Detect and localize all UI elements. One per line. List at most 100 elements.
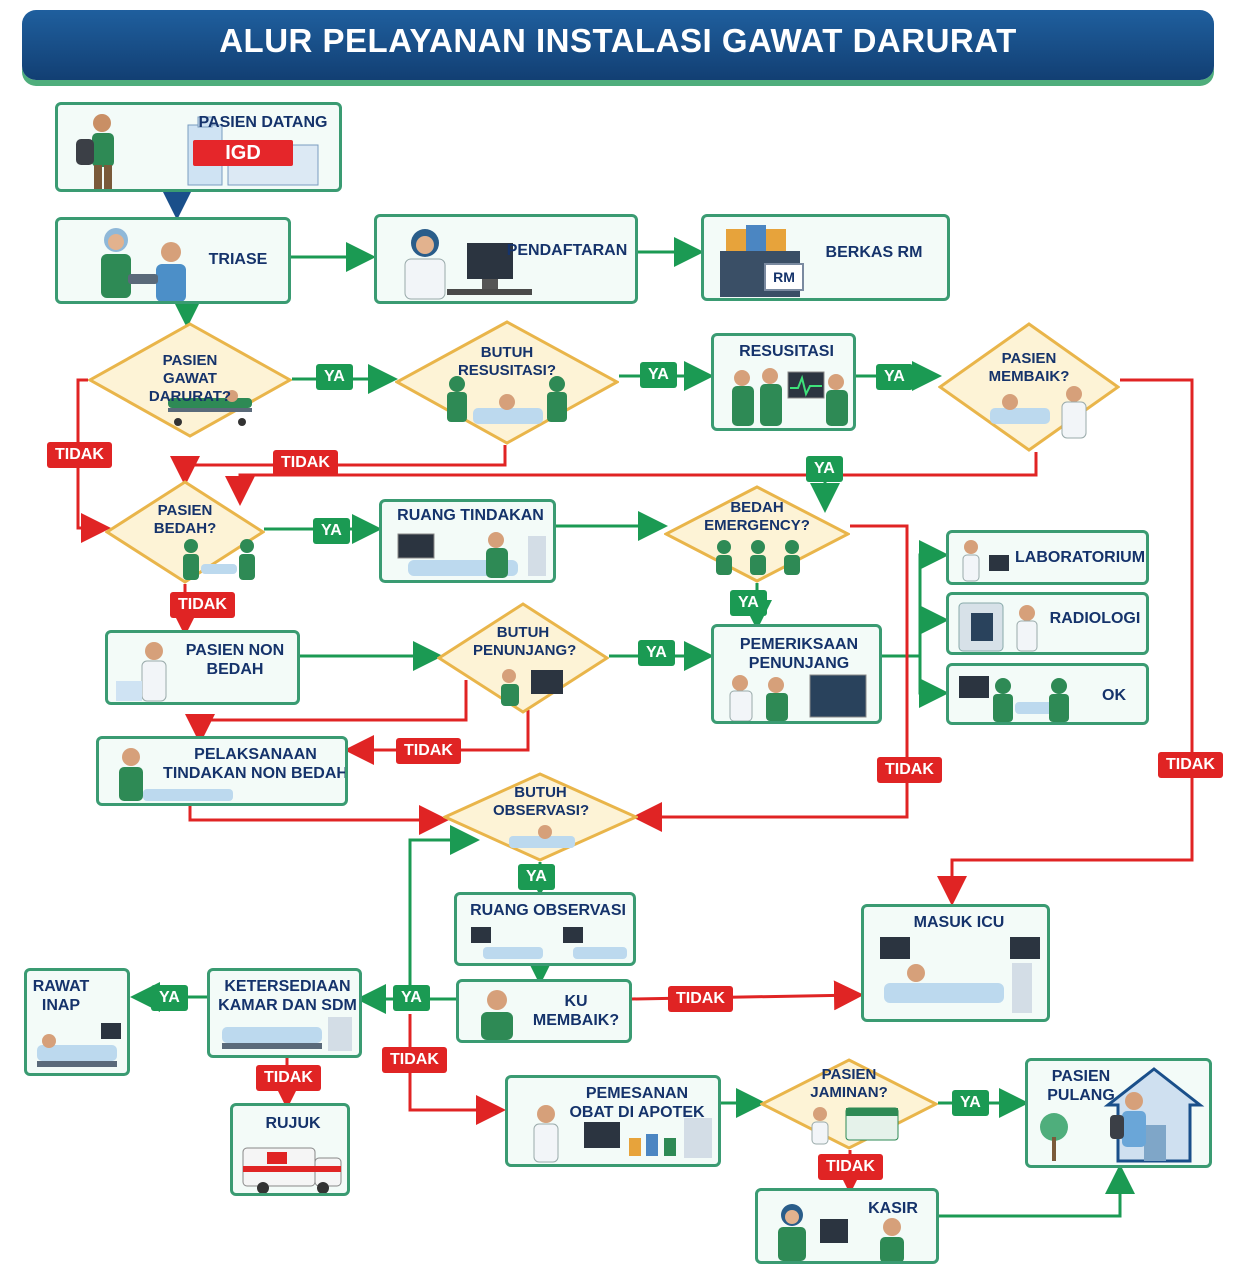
node-label: PASIEN GAWAT DARURAT? bbox=[148, 352, 232, 405]
node-berkas-rm: RM BERKAS RM bbox=[701, 214, 950, 301]
yes-tag: YA bbox=[730, 590, 767, 616]
no-tag: TIDAK bbox=[818, 1154, 883, 1180]
node-triase: TRIASE bbox=[55, 217, 291, 304]
icu-bed-icon bbox=[870, 933, 1047, 1019]
node-label: PASIEN DATANG bbox=[198, 114, 328, 131]
no-tag: TIDAK bbox=[1158, 752, 1223, 778]
node-label: PELAKSANAAN TINDAKAN NON BEDAH bbox=[163, 746, 348, 782]
node-label: MASUK ICU bbox=[913, 914, 1005, 931]
decision-butuh-resusitasi: BUTUH RESUSITASI? bbox=[395, 320, 619, 445]
node-masuk-icu: MASUK ICU bbox=[861, 904, 1050, 1022]
node-ruang-tindakan: RUANG TINDAKAN bbox=[379, 499, 556, 583]
node-label: PASIEN MEMBAIK? bbox=[988, 350, 1070, 385]
node-ku-membaik: KU MEMBAIK? bbox=[456, 979, 632, 1043]
patient-icon bbox=[66, 109, 126, 189]
node-pemeriksaan-penunjang: PEMERIKSAAN PENUNJANG bbox=[711, 624, 882, 724]
node-label: BUTUH OBSERVASI? bbox=[493, 784, 590, 819]
no-tag: TIDAK bbox=[273, 450, 338, 476]
node-label: RUJUK bbox=[265, 1115, 321, 1132]
node-pasien-datang: PASIEN DATANG IGD bbox=[55, 102, 342, 192]
rm-label: RM bbox=[764, 263, 804, 291]
nurse-icon bbox=[66, 222, 206, 301]
yes-tag: YA bbox=[518, 864, 555, 890]
node-kasir: KASIR bbox=[755, 1188, 939, 1264]
pharmacy-icon bbox=[514, 1098, 718, 1164]
decision-bedah-emergency: BEDAH EMERGENCY? bbox=[664, 485, 850, 583]
node-pendaftaran: PENDAFTARAN bbox=[374, 214, 638, 304]
monitor-icon bbox=[718, 360, 853, 428]
no-tag: TIDAK bbox=[256, 1065, 321, 1091]
node-label: PEMERIKSAAN PENUNJANG bbox=[739, 636, 859, 672]
node-label: PENDAFTARAN bbox=[506, 242, 628, 259]
no-tag: TIDAK bbox=[47, 442, 112, 468]
resuscitation-icon bbox=[437, 370, 577, 436]
yes-tag: YA bbox=[876, 364, 913, 390]
yes-tag: YA bbox=[393, 985, 430, 1011]
patient-icon bbox=[467, 986, 527, 1040]
no-tag: TIDAK bbox=[382, 1047, 447, 1073]
node-pelaksanaan-tindakan: PELAKSANAAN TINDAKAN NON BEDAH bbox=[96, 736, 348, 806]
igd-sign: IGD bbox=[193, 140, 293, 166]
computer-icon bbox=[493, 664, 573, 708]
yes-tag: YA bbox=[638, 640, 675, 666]
node-label: BEDAH EMERGENCY? bbox=[704, 499, 810, 534]
node-resusitasi: RESUSITASI bbox=[711, 333, 856, 431]
node-pemesanan-obat: PEMESANAN OBAT DI APOTEK bbox=[505, 1075, 721, 1167]
yes-tag: YA bbox=[316, 364, 353, 390]
bed-icon bbox=[505, 822, 581, 856]
node-pasien-non-bedah: PASIEN NON BEDAH bbox=[105, 630, 300, 705]
yes-tag: YA bbox=[952, 1090, 989, 1116]
bed-icon bbox=[388, 526, 553, 580]
no-tag: TIDAK bbox=[396, 738, 461, 764]
node-label: KU MEMBAIK? bbox=[532, 993, 620, 1029]
node-label: TRIASE bbox=[208, 251, 268, 268]
bed-icon bbox=[216, 1013, 359, 1055]
no-tag: TIDAK bbox=[668, 986, 733, 1012]
surgeon-icon bbox=[955, 670, 1075, 722]
surgeon-icon bbox=[177, 536, 263, 582]
insurance-card-icon bbox=[800, 1102, 904, 1146]
node-laboratorium: LABORATORIUM bbox=[946, 530, 1149, 585]
node-ok: OK bbox=[946, 663, 1149, 725]
node-label: KETERSEDIAAN KAMAR DAN SDM bbox=[218, 978, 357, 1014]
node-label: BUTUH RESUSITASI? bbox=[457, 344, 557, 379]
doctor-icon bbox=[986, 380, 1098, 440]
ambulance-icon bbox=[239, 1140, 347, 1193]
yes-tag: YA bbox=[640, 362, 677, 388]
microscope-icon bbox=[955, 537, 1015, 582]
cashier-icon bbox=[764, 1197, 934, 1261]
nurse-bed-icon bbox=[103, 743, 243, 803]
node-label: BUTUH PENUNJANG? bbox=[473, 624, 577, 659]
decision-butuh-penunjang: BUTUH PENUNJANG? bbox=[437, 602, 609, 714]
decision-pasien-bedah: PASIEN BEDAH? bbox=[105, 480, 265, 584]
doctor-icon bbox=[114, 637, 184, 702]
node-label: PASIEN NON BEDAH bbox=[185, 642, 285, 678]
surgeon-icon bbox=[710, 537, 806, 577]
node-label: KASIR bbox=[868, 1200, 918, 1217]
node-rujuk: RUJUK bbox=[230, 1103, 350, 1196]
stretcher-icon bbox=[162, 386, 258, 428]
node-ketersediaan: KETERSEDIAAN KAMAR DAN SDM bbox=[207, 968, 362, 1058]
no-tag: TIDAK bbox=[170, 592, 235, 618]
decision-butuh-observasi: BUTUH OBSERVASI? bbox=[443, 772, 638, 862]
node-label: RAWAT INAP bbox=[32, 978, 90, 1014]
node-label: PEMESANAN OBAT DI APOTEK bbox=[569, 1085, 705, 1121]
bed-icon bbox=[31, 1019, 127, 1073]
bed-icon bbox=[463, 923, 633, 963]
decision-pasien-jaminan: PASIEN JAMINAN? bbox=[760, 1058, 938, 1150]
xray-monitor-icon bbox=[718, 671, 878, 721]
node-ruang-observasi: RUANG OBSERVASI bbox=[454, 892, 636, 966]
node-label: PASIEN BEDAH? bbox=[153, 502, 217, 537]
page-title: ALUR PELAYANAN INSTALASI GAWAT DARURAT bbox=[219, 22, 1017, 59]
title-banner: ALUR PELAYANAN INSTALASI GAWAT DARURAT bbox=[22, 10, 1214, 80]
node-label: RUANG OBSERVASI bbox=[470, 902, 626, 919]
xray-icon bbox=[955, 599, 1045, 652]
node-label: BERKAS RM bbox=[825, 244, 923, 261]
house-icon bbox=[1034, 1065, 1209, 1165]
node-radiologi: RADIOLOGI bbox=[946, 592, 1149, 655]
node-label: RADIOLOGI bbox=[1049, 610, 1141, 627]
node-label: RESUSITASI bbox=[739, 343, 834, 360]
node-label: PASIEN PULANG bbox=[1047, 1068, 1115, 1104]
node-label: OK bbox=[1102, 687, 1126, 704]
node-label: PASIEN JAMINAN? bbox=[810, 1066, 888, 1101]
